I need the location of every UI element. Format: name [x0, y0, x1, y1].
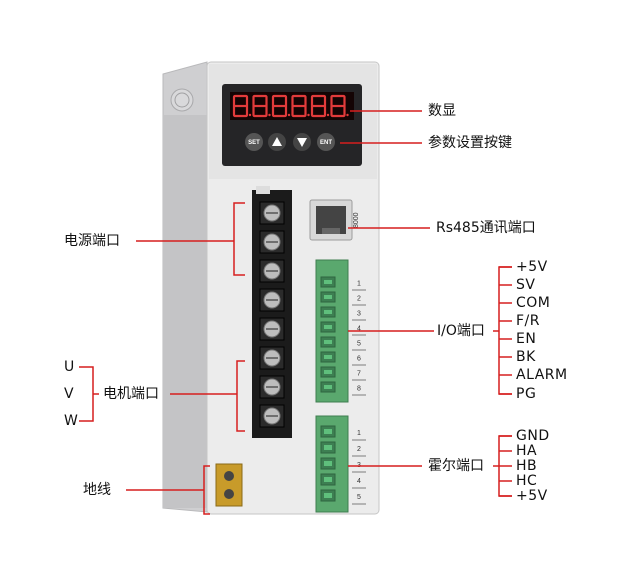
motor-phase-v: V	[64, 386, 75, 402]
hall-signal-label: HB	[516, 458, 538, 474]
power-motor-terminal-block	[252, 190, 292, 438]
pin-number: 7	[357, 371, 361, 378]
io-signal-label: ALARM	[516, 367, 568, 383]
pin-number: 6	[357, 356, 361, 363]
terminal-screws	[259, 201, 285, 428]
io-signal-label: PG	[516, 386, 537, 402]
set-button-label: SET	[248, 140, 260, 146]
display-digits	[232, 94, 349, 118]
ground-terminal	[215, 463, 243, 507]
io-terminal-slots	[320, 276, 336, 393]
hall-signal-label: HC	[516, 473, 538, 489]
ground-label: 地线	[83, 482, 111, 498]
param-keys-label: 参数设置按键	[428, 135, 512, 151]
pin-number: 5	[357, 494, 361, 501]
power-port-label: 电源端口	[64, 233, 120, 249]
io-signal-label: SV	[516, 277, 536, 293]
hall-signal-ticks	[499, 435, 512, 497]
pin-number: 2	[357, 446, 361, 453]
motor-phase-w: W	[64, 413, 79, 429]
io-signal-label: F/R	[516, 313, 540, 329]
io-signal-ticks	[499, 266, 512, 395]
hall-signal-label: +5V	[516, 488, 548, 504]
brand-logo	[170, 88, 194, 112]
pin-number: 4	[357, 326, 361, 333]
motor-port-label: 电机端口	[103, 386, 159, 402]
pin-number: 4	[357, 478, 361, 485]
hall-terminal-slots	[320, 425, 336, 502]
pin-number: 2	[357, 296, 361, 303]
display-label: 数显	[428, 103, 456, 119]
pin-number: 3	[357, 311, 361, 318]
pin-number: 1	[357, 430, 361, 437]
io-pin-numbers: 1 2 3 4 5 6 7 8	[352, 281, 366, 396]
pin-number: 1	[357, 281, 361, 288]
pin-number: 8	[357, 386, 361, 393]
keypad: SET ENT	[245, 133, 335, 151]
ent-button[interactable]	[317, 133, 335, 151]
io-signal-label: COM	[516, 295, 551, 311]
up-arrow-icon	[272, 137, 282, 146]
set-button[interactable]	[245, 133, 263, 151]
down-arrow-icon	[297, 138, 307, 147]
hall-signal-label: GND	[516, 428, 550, 444]
motor-phase-u: U	[64, 359, 75, 375]
pin-number: 5	[357, 341, 361, 348]
ent-button-label: ENT	[320, 140, 332, 146]
rs485-port[interactable]	[309, 199, 353, 241]
io-signal-label: BK	[516, 349, 536, 365]
io-port-label: I/O端口	[437, 323, 485, 339]
hall-port-label: 霍尔端口	[428, 458, 484, 474]
rs485-port-label: Rs485通讯端口	[436, 220, 536, 236]
io-signal-label: EN	[516, 331, 537, 347]
io-signal-label: +5V	[516, 259, 548, 275]
svg-text:8000: 8000	[353, 212, 360, 228]
hall-signal-label: HA	[516, 443, 538, 459]
